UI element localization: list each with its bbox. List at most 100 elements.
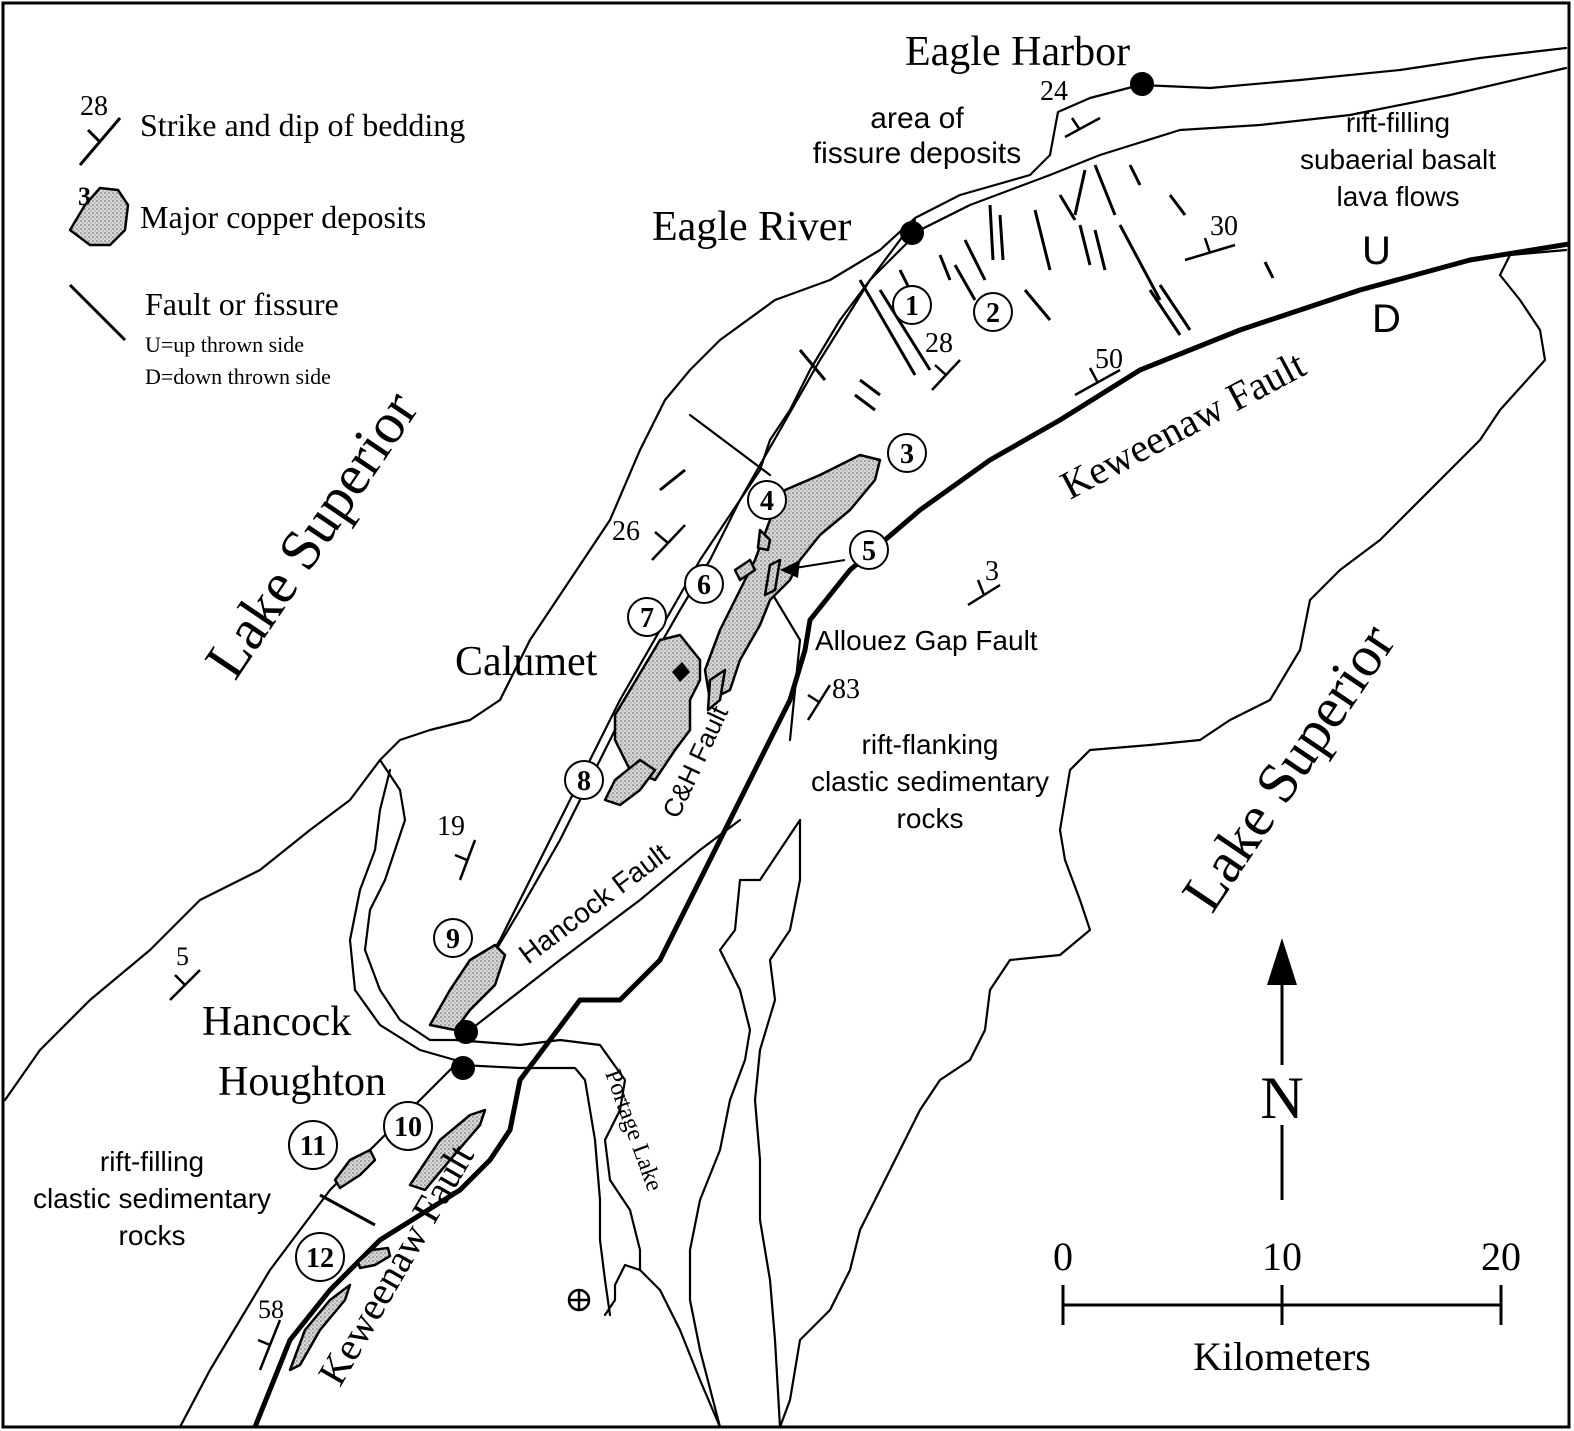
allouez-gap-fault-label: Allouez Gap Fault <box>815 625 1038 656</box>
rift-flank-label-1: rift-flanking <box>862 729 999 760</box>
deposit-5-arrow-head <box>780 560 800 578</box>
strike-dip-symbols <box>169 116 1236 1371</box>
dip-value: 30 <box>1210 211 1238 242</box>
fissure <box>1073 169 1087 216</box>
east-lake-shoreline <box>778 248 1568 1429</box>
lake-superior-west-label: Lake Superior <box>192 379 431 689</box>
legend: 28 Strike and dip of bedding 3 Major cop… <box>68 91 465 389</box>
towns: Eagle Harbor Eagle River Calumet Hancock… <box>202 29 1154 1105</box>
deposit-label-3: 3 <box>887 433 927 473</box>
ch-fault-trace <box>468 218 917 992</box>
fissure <box>1118 224 1162 301</box>
rift-fill-label-1: rift-filling <box>100 1146 204 1177</box>
svg-text:11: 11 <box>300 1131 326 1162</box>
fissure <box>1058 194 1077 221</box>
svg-text:7: 7 <box>640 603 654 634</box>
deposit-9-body <box>428 943 507 1032</box>
svg-text:9: 9 <box>446 924 460 955</box>
western-embayment-inner <box>348 768 457 1062</box>
fissure <box>1128 164 1142 186</box>
dip-value: 3 <box>985 556 999 587</box>
fissure <box>1168 194 1187 216</box>
legend-down-label: D=down thrown side <box>145 364 331 389</box>
eagle-river-marker <box>900 221 924 245</box>
portage-lake-west-shore <box>453 1038 642 1317</box>
fissure <box>953 264 977 301</box>
rift-flank-label-2: clastic sedimentary <box>811 766 1049 797</box>
eagle-harbor-marker <box>1130 72 1154 96</box>
eagle-river-label: Eagle River <box>652 204 851 250</box>
deposit-label-1: 1 <box>892 285 932 325</box>
houghton-label: Houghton <box>218 1059 386 1105</box>
fissure-area-label-1: area of <box>870 102 964 135</box>
scale-tick-0: 0 <box>1053 1234 1073 1279</box>
deposit-label-2: 2 <box>973 292 1013 332</box>
fissure <box>659 468 686 492</box>
svg-text:1: 1 <box>905 291 919 322</box>
svg-text:6: 6 <box>697 570 711 601</box>
fissure <box>998 214 1005 261</box>
svg-text:5: 5 <box>862 536 876 567</box>
torch-lake-east <box>753 818 802 1429</box>
fissure <box>1148 289 1182 336</box>
fissure-area-label-2: fissure deposits <box>813 137 1021 170</box>
eagle-harbor-label: Eagle Harbor <box>905 29 1130 75</box>
up-thrown-marker: U <box>1362 229 1391 273</box>
cross-fault <box>688 413 772 477</box>
deposit-label-7: 7 <box>627 597 667 637</box>
dip-value: 83 <box>832 674 860 705</box>
dip-value: 28 <box>925 328 953 359</box>
dip-value: 5 <box>176 942 189 971</box>
legend-dip-value: 28 <box>80 91 108 122</box>
deposit-labels: 1 2 3 4 5 6 7 8 9 10 11 12 <box>288 285 1013 1282</box>
svg-text:3: 3 <box>900 439 914 470</box>
scale-tick-10: 10 <box>1262 1234 1302 1279</box>
fissure <box>858 279 917 376</box>
deposit-4-body <box>756 528 772 552</box>
deposit-5-arrow-line <box>794 559 846 569</box>
legend-deposit-label: Major copper deposits <box>140 199 426 235</box>
torch-lake-shore <box>688 818 802 1429</box>
northwest-shoreline <box>3 46 1568 1102</box>
down-thrown-marker: D <box>1372 297 1401 341</box>
fissure <box>938 254 952 281</box>
crosshair-icon <box>567 1288 591 1312</box>
fissure <box>988 204 995 261</box>
strike-dip-legend-icon <box>78 117 122 166</box>
rift-basalt-label-1: rift-filling <box>1346 107 1450 138</box>
fissure <box>1093 229 1107 271</box>
svg-text:10: 10 <box>394 1112 422 1143</box>
legend-fault-label: Fault or fissure <box>145 286 339 322</box>
copper-deposits <box>288 453 882 1372</box>
shorelines <box>3 46 1568 1429</box>
hancock-label: Hancock <box>202 999 351 1045</box>
keweenaw-fault-trace <box>252 241 1570 1428</box>
fissure <box>1078 224 1092 266</box>
deposit-label-5: 5 <box>849 530 889 570</box>
deposit-6-body <box>733 558 757 582</box>
deposit-3-body <box>703 453 882 702</box>
fissure <box>1093 164 1117 216</box>
deposit-label-10: 10 <box>383 1101 433 1151</box>
north-arrow: N <box>1252 938 1312 1200</box>
hancock-marker <box>454 1020 478 1044</box>
deposit-label-8: 8 <box>564 760 604 800</box>
rift-basalt-label-2: subaerial basalt <box>1300 144 1496 175</box>
scale-tick-20: 20 <box>1481 1234 1521 1279</box>
svg-text:12: 12 <box>306 1243 334 1274</box>
fissure <box>1158 284 1192 331</box>
legend-up-label: U=up thrown side <box>145 332 304 357</box>
fissure <box>859 378 881 397</box>
svg-text:8: 8 <box>577 766 591 797</box>
lake-superior-east-label: Lake Superior <box>1169 612 1408 922</box>
deposit-11-body <box>333 1148 377 1190</box>
deposit-label-6: 6 <box>684 564 724 604</box>
fissure <box>1033 209 1052 271</box>
fissure <box>1263 261 1275 279</box>
deposit-10-body <box>408 1108 487 1192</box>
fault-legend-icon <box>68 283 127 342</box>
fissure <box>1023 289 1052 321</box>
houghton-marker <box>451 1056 475 1080</box>
